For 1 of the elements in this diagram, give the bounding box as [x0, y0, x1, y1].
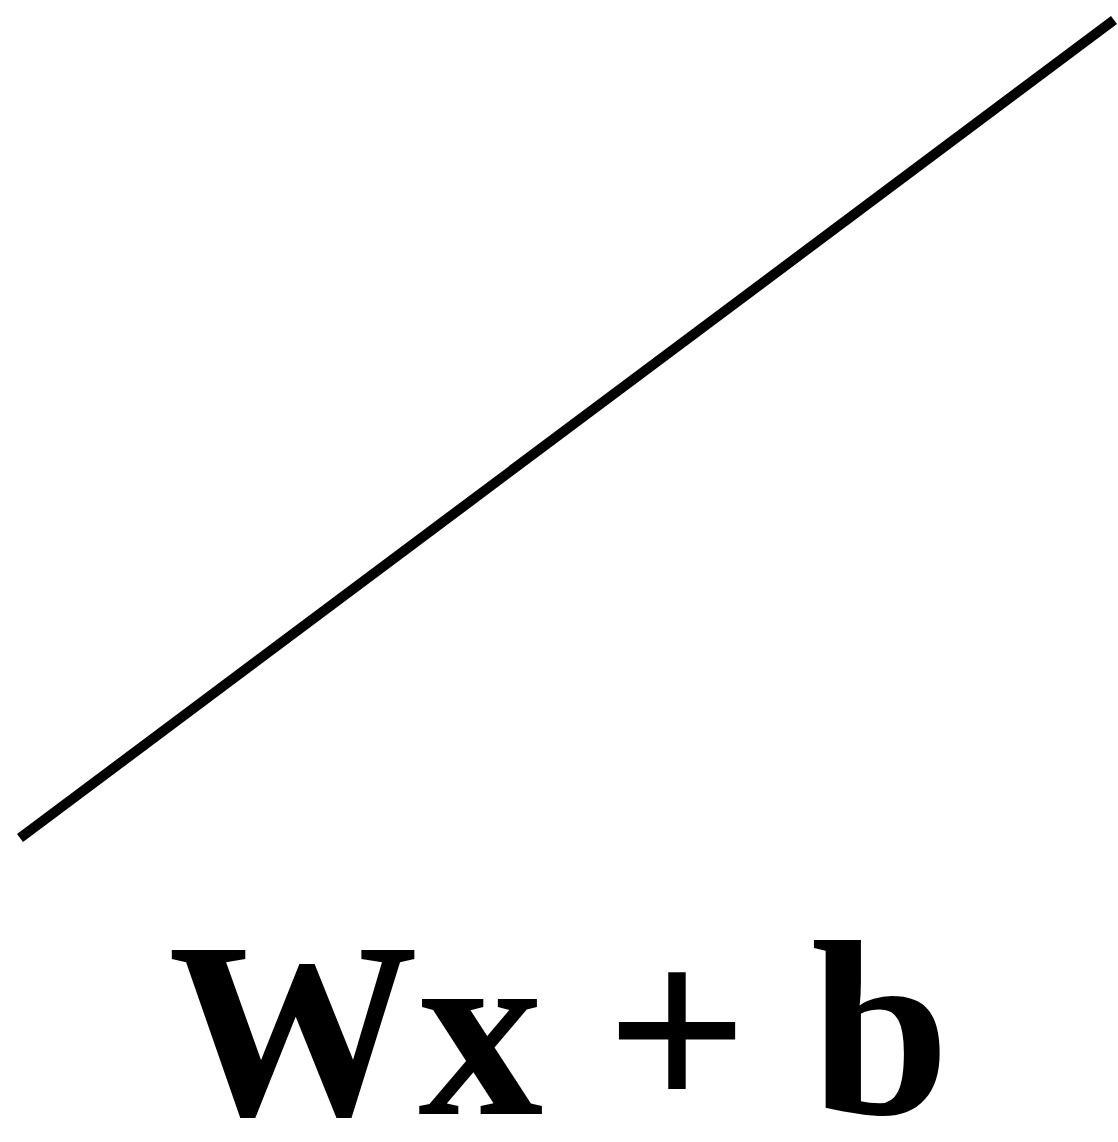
formula: Wx + b [167, 905, 951, 1142]
